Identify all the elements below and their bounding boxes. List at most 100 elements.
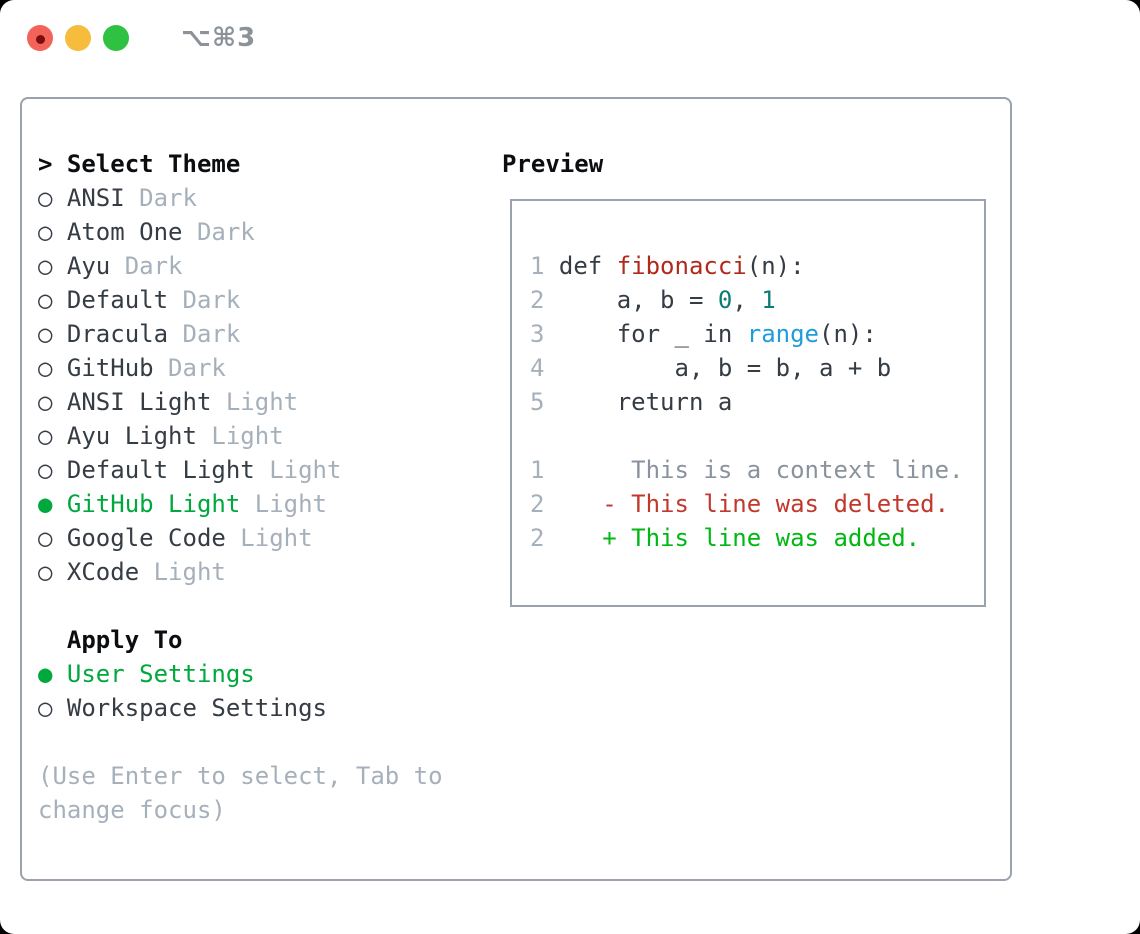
line-number: 4 xyxy=(530,354,559,382)
code-token: 0 xyxy=(717,286,733,314)
code-token: for _ in xyxy=(558,320,747,348)
theme-variant: Dark xyxy=(168,286,241,314)
spacer xyxy=(38,725,443,759)
theme-variant: Light xyxy=(254,456,342,484)
theme-option-ayu-light[interactable]: ○ Ayu Light Light xyxy=(38,419,443,453)
radio-icon: ○ xyxy=(38,286,53,314)
theme-variant: Dark xyxy=(168,320,241,348)
theme-name: XCode xyxy=(52,558,140,586)
diff-text: + This line was added. xyxy=(544,524,921,552)
theme-variant: Light xyxy=(225,524,313,552)
radio-icon: ○ xyxy=(38,354,53,382)
theme-variant: Light xyxy=(240,490,327,518)
apply-option-workspace-settings[interactable]: ○ Workspace Settings xyxy=(38,691,443,725)
theme-variant: Dark xyxy=(182,218,255,246)
apply-to-label: Apply To xyxy=(38,626,183,654)
spacer xyxy=(38,589,443,623)
radio-icon: ○ xyxy=(38,558,53,586)
theme-variant: Light xyxy=(211,388,299,416)
theme-name: Ayu xyxy=(52,252,111,280)
window-title: ⌥⌘3 xyxy=(181,23,257,53)
line-number: 5 xyxy=(530,388,559,416)
zoom-button[interactable] xyxy=(103,25,129,51)
theme-variant: Light xyxy=(139,558,226,586)
diff-line-added: 2 + This line was added. xyxy=(530,521,984,555)
theme-name: GitHub xyxy=(52,354,154,382)
spacer xyxy=(530,419,984,453)
theme-option-dracula[interactable]: ○ Dracula Dark xyxy=(38,317,443,351)
code-token: , xyxy=(732,286,762,314)
code-token: return a xyxy=(558,388,733,416)
theme-name: Google Code xyxy=(52,524,226,552)
line-number: 2 xyxy=(530,286,559,314)
code-line: 1 def fibonacci(n): xyxy=(530,249,984,283)
radio-icon: ○ xyxy=(38,252,53,280)
select-theme-label: > Select Theme xyxy=(38,150,241,178)
theme-name: ANSI Light xyxy=(52,388,212,416)
radio-icon: ○ xyxy=(38,694,53,722)
radio-icon: ○ xyxy=(38,218,53,246)
line-number: 1 xyxy=(530,456,545,484)
diff-text: - This line was deleted. xyxy=(544,490,950,518)
line-number: 2 xyxy=(530,490,545,518)
code-token: (n): xyxy=(746,252,805,280)
theme-name: Default xyxy=(52,286,169,314)
minimize-button[interactable] xyxy=(65,25,91,51)
code-token: a, b = xyxy=(558,286,718,314)
select-theme-header: > Select Theme xyxy=(38,147,443,181)
line-number: 3 xyxy=(530,320,559,348)
theme-option-google-code[interactable]: ○ Google Code Light xyxy=(38,521,443,555)
theme-option-github-light[interactable]: ● GitHub Light Light xyxy=(38,487,443,521)
diff-line-context: 1 This is a context line. xyxy=(530,453,984,487)
diff-line-deleted: 2 - This line was deleted. xyxy=(530,487,984,521)
theme-picker-panel: > Select Theme ○ ANSI Dark○ Atom One Dark… xyxy=(20,97,1012,881)
radio-icon: ○ xyxy=(38,388,53,416)
theme-option-ayu[interactable]: ○ Ayu Dark xyxy=(38,249,443,283)
radio-icon: ○ xyxy=(38,422,53,450)
theme-option-xcode[interactable]: ○ XCode Light xyxy=(38,555,443,589)
radio-icon: ○ xyxy=(38,524,53,552)
code-token: range xyxy=(746,320,819,348)
theme-name: Default Light xyxy=(52,456,255,484)
radio-icon: ○ xyxy=(38,320,53,348)
title-bar: ⌥⌘3 xyxy=(27,23,257,53)
close-button[interactable] xyxy=(27,25,53,51)
radio-icon: ○ xyxy=(38,184,53,212)
apply-option-label: User Settings xyxy=(52,660,255,688)
code-line: 2 a, b = 0, 1 xyxy=(530,283,984,317)
theme-menu: > Select Theme ○ ANSI Dark○ Atom One Dark… xyxy=(38,147,443,827)
theme-variant: Dark xyxy=(153,354,226,382)
theme-option-atom-one[interactable]: ○ Atom One Dark xyxy=(38,215,443,249)
code-line: 3 for _ in range(n): xyxy=(530,317,984,351)
line-number: 2 xyxy=(530,524,545,552)
theme-variant: Dark xyxy=(110,252,183,280)
hint-line: change focus) xyxy=(38,793,443,827)
code-token: a, b = b, a + b xyxy=(558,354,892,382)
preview-heading: Preview xyxy=(502,150,604,178)
code-token: 1 xyxy=(761,286,776,314)
hint-line: (Use Enter to select, Tab to xyxy=(38,759,443,793)
theme-option-ansi[interactable]: ○ ANSI Dark xyxy=(38,181,443,215)
line-number: 1 xyxy=(530,252,559,280)
radio-icon: ○ xyxy=(38,456,53,484)
theme-name: Ayu Light xyxy=(52,422,197,450)
diff-text: This is a context line. xyxy=(544,456,964,484)
theme-variant: Light xyxy=(196,422,284,450)
apply-option-user-settings[interactable]: ● User Settings xyxy=(38,657,443,691)
theme-option-github[interactable]: ○ GitHub Dark xyxy=(38,351,443,385)
theme-option-ansi-light[interactable]: ○ ANSI Light Light xyxy=(38,385,443,419)
theme-option-default[interactable]: ○ Default Dark xyxy=(38,283,443,317)
close-dot-icon xyxy=(36,35,45,44)
hint-text: (Use Enter to select, Tab to xyxy=(38,762,443,790)
theme-variant: Dark xyxy=(124,184,197,212)
code-token: fibonacci xyxy=(616,252,747,280)
hint-text: change focus) xyxy=(38,796,226,824)
theme-name: Dracula xyxy=(52,320,169,348)
apply-option-label: Workspace Settings xyxy=(52,694,327,722)
theme-option-default-light[interactable]: ○ Default Light Light xyxy=(38,453,443,487)
radio-selected-icon: ● xyxy=(38,660,53,688)
code-line: 4 a, b = b, a + b xyxy=(530,351,984,385)
apply-to-header: Apply To xyxy=(38,623,443,657)
